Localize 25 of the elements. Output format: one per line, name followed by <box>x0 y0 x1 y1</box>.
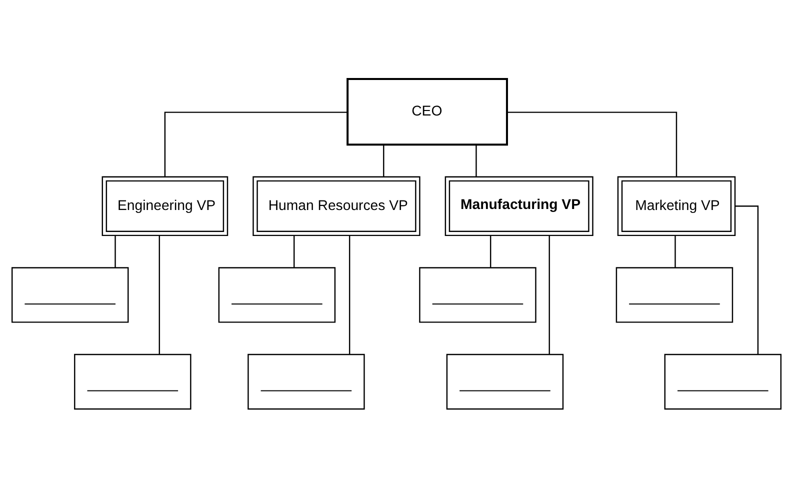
node-box: Engineering VP <box>102 176 228 236</box>
node-box <box>218 266 336 322</box>
connector <box>293 235 295 268</box>
node-box: CEO <box>346 78 508 146</box>
connector <box>490 235 492 268</box>
connector <box>476 144 477 176</box>
node-box <box>419 266 536 322</box>
connector <box>548 235 550 354</box>
node-box <box>74 353 192 410</box>
connector <box>674 235 676 268</box>
connector <box>114 235 116 268</box>
node-box: Marketing VP <box>617 176 736 236</box>
node-box <box>248 353 365 410</box>
node-box <box>11 266 129 322</box>
connector <box>735 205 759 354</box>
connector <box>507 111 678 176</box>
node-box: Human Resources VP <box>252 176 420 236</box>
connector <box>164 111 348 176</box>
node-box <box>664 353 782 410</box>
connector <box>383 144 384 176</box>
node-box <box>446 353 564 410</box>
node-box: Manufacturing VP <box>444 176 594 236</box>
connector <box>348 235 350 354</box>
node-box <box>616 266 734 322</box>
connector <box>158 235 160 354</box>
